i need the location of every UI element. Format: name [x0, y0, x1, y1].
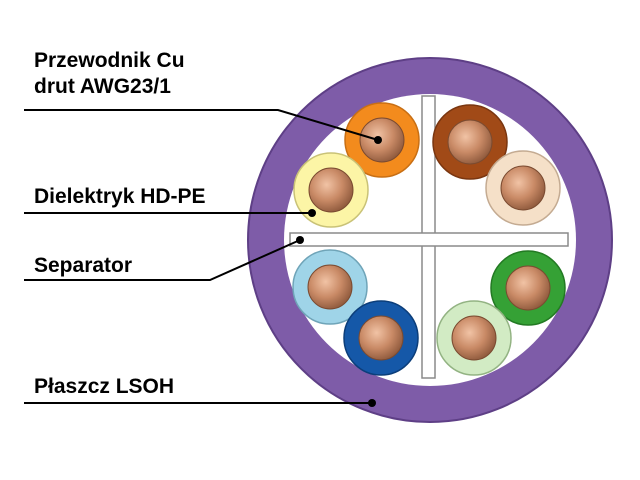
wire-brown — [432, 104, 508, 180]
wire-blue — [343, 300, 419, 376]
label-separator: Separator — [34, 254, 133, 277]
leader-dot-conductor — [374, 136, 382, 144]
wire-green — [490, 250, 566, 326]
label-dielectric: Dielektryk HD-PE — [34, 185, 206, 208]
label-jacket: Płaszcz LSOH — [34, 375, 175, 398]
wire-green-white — [436, 300, 512, 376]
wire-blue-white — [292, 249, 368, 325]
separator-hub — [423, 234, 434, 245]
leader-dots — [296, 136, 382, 407]
leader-dot-dielectric — [308, 209, 316, 217]
leader-line-separator — [24, 239, 301, 281]
label-conductor-line1: Przewodnik Cu — [34, 49, 185, 72]
wire-yellow-white — [293, 152, 369, 228]
leader-dot-jacket — [368, 399, 376, 407]
label-conductor-line2: drut AWG23/1 — [34, 75, 171, 98]
leader-line-conductor — [24, 109, 379, 141]
label-conductor: Przewodnik Cu drut AWG23/1 — [34, 48, 185, 100]
wire-orange-white — [485, 150, 561, 226]
leader-dot-separator — [296, 236, 304, 244]
leader-lines — [24, 109, 379, 404]
